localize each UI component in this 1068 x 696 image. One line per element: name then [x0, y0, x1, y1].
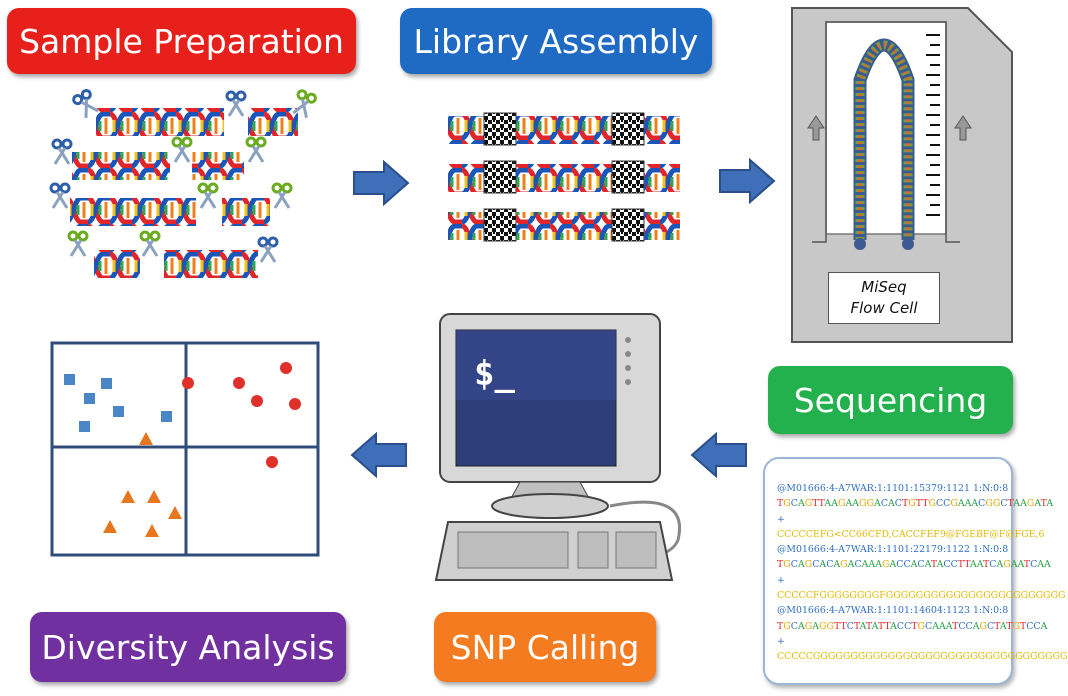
fastq-line-seq: TGCAGCACAGACAAAGACCACATACCTTAATCAGAATCAA: [777, 559, 1051, 571]
fastq-line-seq: TGCAGAGGTTCTATATTACCTGCAAATCCAGCTATGTCCA: [777, 620, 1048, 632]
fastq-line-head: @M01666:4-A7WAR:1:1101:15379:1121 1:N:0:…: [777, 483, 1009, 494]
diversity-plot: [50, 341, 320, 557]
dna-fragments-illustration: [49, 87, 319, 278]
snp-calling-label: SNP Calling: [434, 612, 656, 682]
fastq-line-qual: CCCCCFGGGGGGGGFGGGGGGGGGGGGGGGGGGGGGGGG: [777, 590, 1066, 602]
fastq-line-plus: +: [777, 574, 785, 586]
library-assembly-label: Library Assembly: [400, 8, 712, 74]
sequencing-label: Sequencing: [768, 366, 1013, 434]
library-fragments-illustration: [448, 112, 680, 242]
arrow-left-icon: [690, 431, 747, 479]
sample-preparation-label: Sample Preparation: [7, 8, 356, 74]
diversity-analysis-label: Diversity Analysis: [30, 612, 346, 682]
arrow-left-icon: [350, 431, 407, 479]
fastq-line-plus: +: [777, 635, 785, 647]
terminal-prompt: $_: [474, 354, 515, 394]
fastq-line-qual: CCCCCEFG<CC66CFD,CACCFEF9@FGEBF@F@FGE,6: [777, 528, 1045, 540]
fastq-line-head: @M01666:4-A7WAR:1:1101:22179:1122 1:N:0:…: [777, 544, 1009, 556]
arrow-right-icon: [353, 159, 410, 207]
computer-illustration: [434, 313, 681, 581]
arrow-right-icon: [719, 157, 776, 205]
fastq-line-seq: TGCAGTTAAGAAGGACACTGTTGCCGAAACGGCTAAGATA: [777, 498, 1054, 510]
flow-cell-label: MiSeq Flow Cell: [828, 272, 940, 324]
flow-cell-label-line1: MiSeq: [861, 278, 907, 296]
flow-cell-label-line2: Flow Cell: [850, 299, 918, 317]
flow-cell-illustration: [791, 7, 1013, 343]
fastq-output: @M01666:4-A7WAR:1:1101:15379:1121 1:N:0:…: [763, 457, 1068, 685]
fastq-line-plus: +: [777, 513, 785, 525]
fastq-line-qual: CCCCCGGGGGGGGGGGGGGGGGGGGGGGGGGGGGGGGGG: [777, 651, 1068, 663]
fastq-line-head: @M01666:4-A7WAR:1:1101:14604:1123 1:N:0:…: [777, 605, 1009, 617]
